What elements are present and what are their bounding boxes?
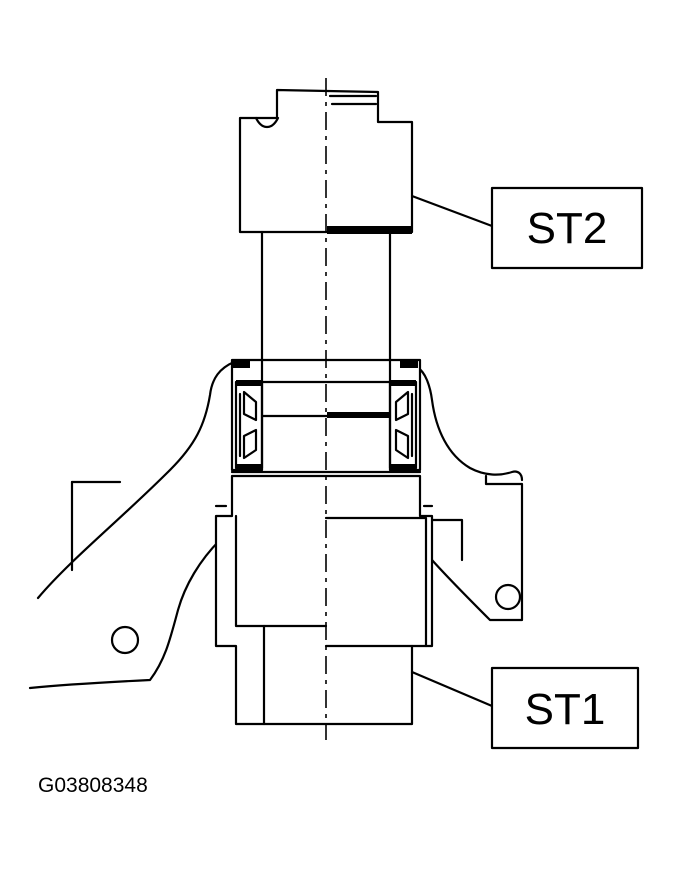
- knuckle-housing: [28, 360, 524, 690]
- st1-label: ST1: [525, 685, 606, 734]
- bearing-assembly: [230, 358, 422, 474]
- st2-label: ST2: [527, 204, 608, 253]
- st1-callout: ST1: [410, 666, 640, 750]
- st1-tool: [214, 474, 434, 726]
- st2-callout: ST2: [410, 186, 644, 270]
- figure-code: G03808348: [38, 774, 148, 797]
